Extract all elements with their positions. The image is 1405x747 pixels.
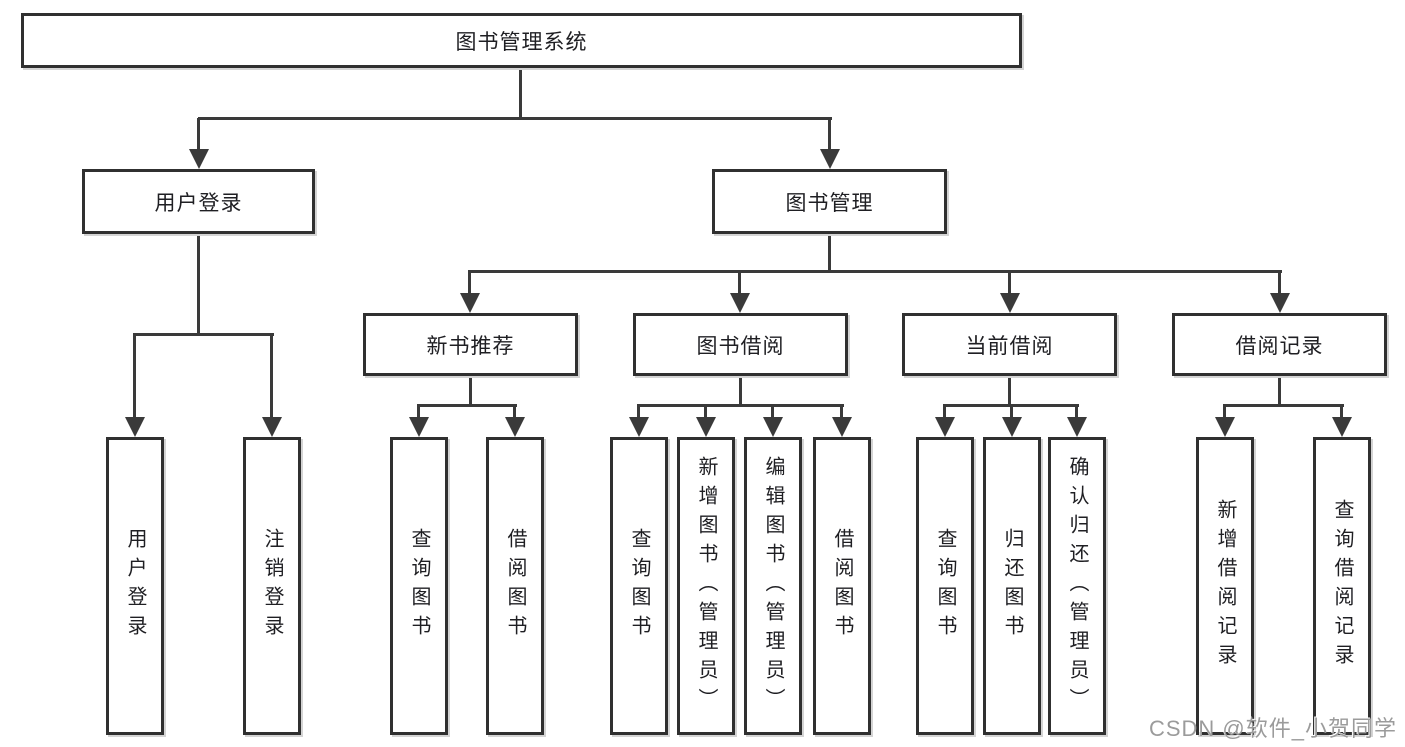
arrow-down-icon [696,417,716,437]
leaf-label: 新增图书（管理员） [695,455,717,717]
leaf-newbooks-query-books: 查询图书 [390,437,448,735]
arrow-down-icon [1270,293,1290,313]
connector-arrow-stem [828,118,831,153]
arrow-down-icon [189,149,209,169]
leaf-user-login: 用户登录 [106,437,164,735]
leaf-label: 归还图书 [1001,528,1023,644]
connector-arrow-stem [771,405,774,421]
connector-arrow-stem [704,405,707,421]
leaf-newbooks-borrow-books: 借阅图书 [486,437,544,735]
leaf-current-confirm-return-admin: 确认归还（管理员） [1048,437,1106,735]
arrow-down-icon [409,417,429,437]
leaf-label: 确认归还（管理员） [1066,455,1088,717]
leaf-borrowing-add-books-admin: 新增图书（管理员） [677,437,735,735]
arrow-down-icon [935,417,955,437]
connector-arrow-stem [1223,405,1226,421]
connector-arrow-stem [513,405,516,421]
leaf-borrowing-borrow-books: 借阅图书 [813,437,871,735]
node-current-borrowing: 当前借阅 [902,313,1117,376]
leaf-label: 借阅图书 [504,528,526,644]
leaf-label: 注销登录 [261,528,283,644]
arrow-down-icon [763,417,783,437]
connector-arrow-stem [943,405,946,421]
leaf-logout: 注销登录 [243,437,301,735]
arrow-down-icon [262,417,282,437]
leaf-label: 查询图书 [408,528,430,644]
leaf-label: 查询图书 [934,528,956,644]
connector-arrow-stem [197,118,200,153]
leaf-label: 用户登录 [124,528,146,644]
arrow-down-icon [629,417,649,437]
leaf-current-query-books: 查询图书 [916,437,974,735]
connector-line [1278,376,1281,406]
leaf-label: 借阅图书 [831,528,853,644]
arrow-down-icon [832,417,852,437]
connector-line [197,234,200,335]
arrow-down-icon [820,149,840,169]
arrow-down-icon [1332,417,1352,437]
leaf-records-query-record: 查询借阅记录 [1313,437,1371,735]
connector-line [417,404,517,407]
connector-arrow-stem [417,405,420,421]
connector-line [198,117,832,120]
connector-line [468,270,1282,273]
connector-line [1223,404,1344,407]
connector-arrow-stem [1075,405,1078,421]
leaf-records-add-record: 新增借阅记录 [1196,437,1254,735]
connector-line [739,376,742,406]
connector-arrow-stem [1340,405,1343,421]
connector-line [133,333,274,336]
arrow-down-icon [1215,417,1235,437]
leaf-label: 新增借阅记录 [1214,499,1236,673]
connector-line [828,234,831,272]
node-book-borrowing: 图书借阅 [633,313,848,376]
arrow-down-icon [505,417,525,437]
arrow-down-icon [730,293,750,313]
csdn-watermark: CSDN @软件_小贺同学 [1148,716,1397,741]
leaf-label: 编辑图书（管理员） [762,455,784,717]
leaf-current-return-books: 归还图书 [983,437,1041,735]
connector-arrow-stem [1008,271,1011,297]
arrow-down-icon [1000,293,1020,313]
connector-line [1008,376,1011,406]
connector-arrow-stem [270,334,273,421]
arrow-down-icon [125,417,145,437]
connector-arrow-stem [468,271,471,297]
connector-arrow-stem [840,405,843,421]
arrow-down-icon [1002,417,1022,437]
connector-arrow-stem [1010,405,1013,421]
connector-line [519,68,522,119]
arrow-down-icon [1067,417,1087,437]
node-book-management: 图书管理 [712,169,947,234]
connector-arrow-stem [1278,271,1281,297]
connector-arrow-stem [738,271,741,297]
leaf-borrowing-edit-books-admin: 编辑图书（管理员） [744,437,802,735]
node-user-login: 用户登录 [82,169,315,234]
connector-arrow-stem [133,334,136,421]
connector-line [637,404,844,407]
connector-line [469,376,472,406]
leaf-label: 查询借阅记录 [1331,499,1353,673]
leaf-borrowing-query-books: 查询图书 [610,437,668,735]
connector-arrow-stem [637,405,640,421]
node-borrowing-records: 借阅记录 [1172,313,1387,376]
node-new-book-recommend: 新书推荐 [363,313,578,376]
leaf-label: 查询图书 [628,528,650,644]
arrow-down-icon [460,293,480,313]
node-library-system: 图书管理系统 [21,13,1022,68]
